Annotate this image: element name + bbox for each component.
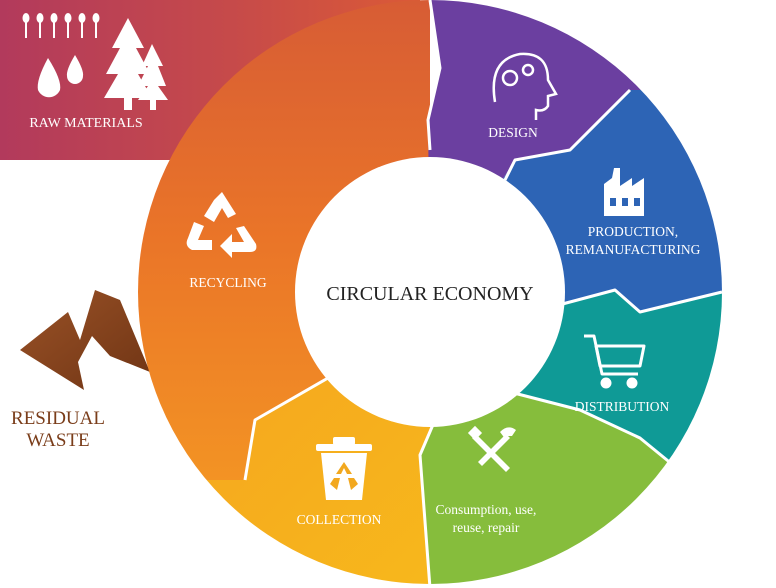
- trees-icon: [104, 18, 168, 110]
- stage-recycling: RECYCLING: [186, 192, 267, 290]
- water-drops-icon: [37, 55, 84, 98]
- raw-materials-label: RAW MATERIALS: [29, 116, 142, 131]
- stage-collection-label: COLLECTION: [297, 512, 382, 527]
- stage-design-label: DESIGN: [488, 125, 538, 140]
- stage-collection: COLLECTION: [297, 437, 382, 527]
- stage-production-label-line1: PRODUCTION,: [588, 224, 678, 239]
- tools-icon: [467, 425, 516, 472]
- segment-dividers: [243, 0, 723, 588]
- recycle-icon: [186, 192, 257, 258]
- stage-consumption-label-line2: reuse, repair: [453, 520, 520, 535]
- arrow-down-left-icon: [20, 290, 150, 390]
- recycle-bin-icon: [316, 437, 372, 500]
- raw-materials-content: RAW MATERIALS: [22, 13, 168, 131]
- residual-waste-line1: RESIDUAL: [11, 408, 105, 429]
- stage-recycling-segment: [138, 0, 430, 480]
- stage-consumption-label-line1: Consumption, use,: [436, 502, 537, 517]
- shopping-cart-icon: [584, 334, 646, 389]
- stage-distribution: DISTRIBUTION: [575, 334, 670, 414]
- residual-waste-line2: WASTE: [26, 430, 89, 451]
- stage-distribution-label: DISTRIBUTION: [575, 399, 670, 414]
- center-circle: [295, 157, 565, 427]
- residual-waste-arrow: [20, 290, 150, 390]
- stage-consumption: Consumption, use, reuse, repair: [436, 425, 537, 535]
- stage-production-label-line2: REMANUFACTURING: [566, 242, 701, 257]
- wheat-icon: [22, 13, 100, 38]
- stage-design: DESIGN: [488, 52, 558, 140]
- stage-production: PRODUCTION, REMANUFACTURING: [566, 168, 701, 257]
- factory-icon: [604, 168, 644, 216]
- head-gears-icon: [492, 52, 558, 120]
- stage-recycling-label: RECYCLING: [189, 275, 267, 290]
- center-label: CIRCULAR ECONOMY: [326, 283, 533, 305]
